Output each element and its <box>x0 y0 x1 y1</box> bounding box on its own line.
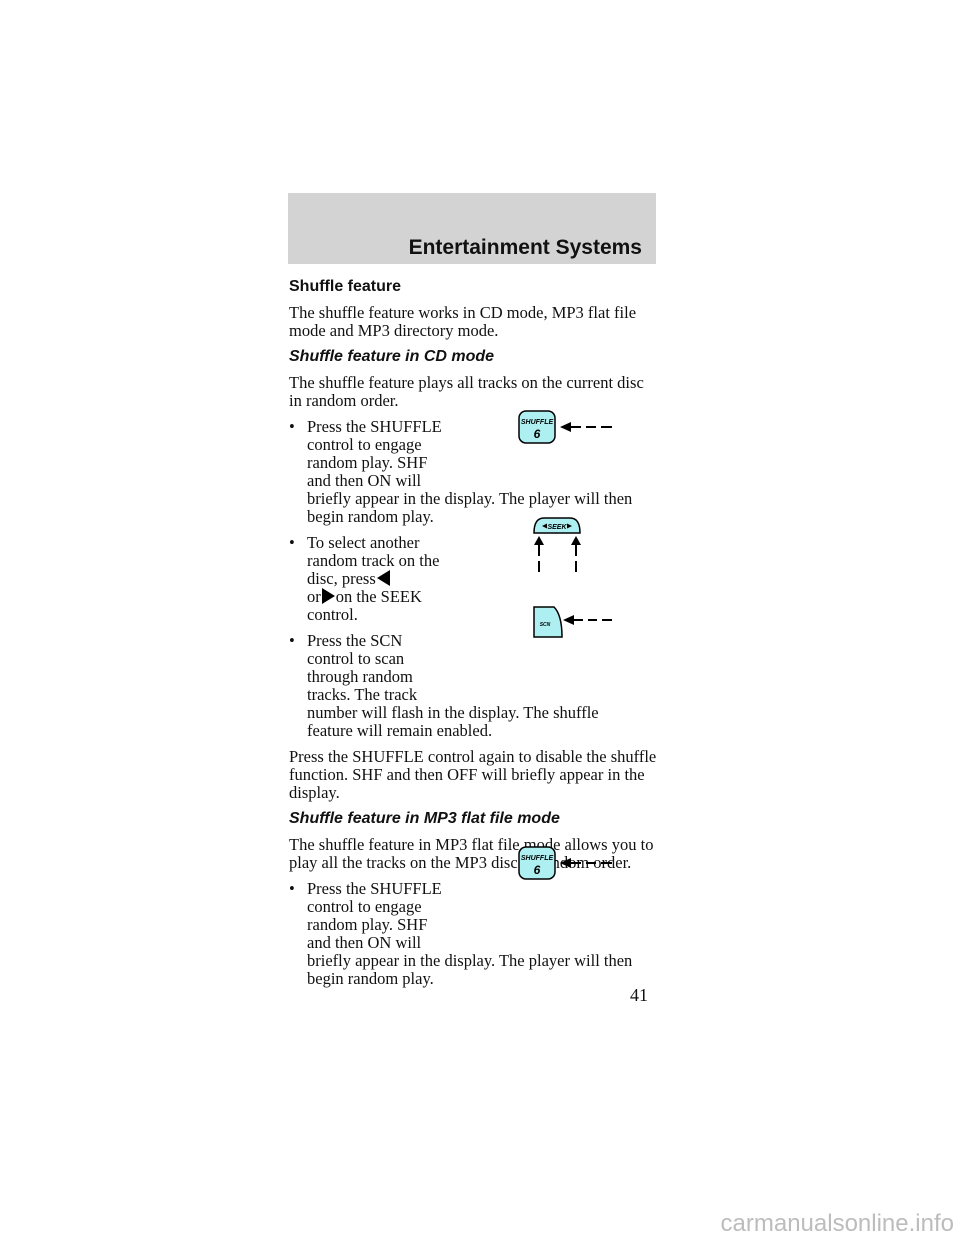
line: Press the SHUFFLE <box>307 417 442 436</box>
seek-button-shape <box>533 517 581 534</box>
pointer-arrow-icon <box>560 422 571 432</box>
page-number: 41 <box>630 985 648 1005</box>
bullet-dot: • <box>289 533 295 552</box>
section-header-title: Entertainment Systems <box>408 236 642 259</box>
line: random play. SHF <box>307 453 428 472</box>
line: through random <box>307 667 413 686</box>
pointer-arrow-icon <box>534 536 544 545</box>
shuffle-button-label: SHUFFLE <box>521 855 554 862</box>
line: Press the SCN <box>307 631 403 650</box>
line: random track on the <box>307 551 440 570</box>
cd-mode-title: Shuffle feature in CD mode <box>289 348 495 365</box>
pointer-arrow-icon <box>560 858 571 868</box>
shuffle-button-shape <box>518 410 556 444</box>
page-content: Shuffle feature The shuffle feature work… <box>289 278 657 996</box>
shuffle-button-figure-cd: SHUFFLE 6 <box>518 410 612 444</box>
seek-left-arrow-icon <box>376 570 390 586</box>
line: To select another <box>307 533 420 552</box>
line: tracks. The track <box>307 685 418 704</box>
seek-left-arrow-icon <box>542 523 547 529</box>
shuffle-button-label: SHUFFLE <box>521 419 554 426</box>
shuffle-button-number: 6 <box>534 427 541 441</box>
line: feature will remain enabled. <box>307 721 493 740</box>
line: control. <box>307 605 358 624</box>
pointer-arrow-icon <box>571 536 581 545</box>
line-text: disc, press <box>307 569 376 588</box>
scn-button-figure: SCN <box>533 606 612 638</box>
line: Press the SHUFFLE <box>307 879 442 898</box>
line: disc, press <box>307 570 657 588</box>
shuffle-button-number: 6 <box>534 863 541 877</box>
cd-mode-intro: The shuffle feature plays all tracks on … <box>289 373 644 410</box>
cd-bullet-shuffle: • Press the SHUFFLE control to engage ra… <box>289 418 657 526</box>
line: control to engage <box>307 897 422 916</box>
seek-right-arrow-icon <box>321 588 335 604</box>
cd-mode-outro: Press the SHUFFLE control again to disab… <box>289 747 657 802</box>
cd-bullet-seek: • To select another random track on the … <box>289 534 657 624</box>
pointer-arrow-icon <box>563 615 574 625</box>
line: or on the SEEK <box>307 588 657 606</box>
line-text: on the SEEK <box>335 587 422 606</box>
shuffle-button-figure-mp3: SHUFFLE 6 <box>518 846 612 880</box>
line-text: or <box>307 587 321 606</box>
shuffle-button-shape <box>518 846 556 880</box>
scn-button-shape <box>533 606 563 638</box>
bullet-dot: • <box>289 631 295 650</box>
line: begin random play. <box>307 507 434 526</box>
watermark: carmanualsonline.info <box>720 1210 954 1237</box>
mp3-bullet-shuffle: • Press the SHUFFLE control to engage ra… <box>289 880 657 988</box>
line: random play. SHF <box>307 915 428 934</box>
seek-button-figure: SEEK <box>533 517 581 572</box>
line: control to engage <box>307 435 422 454</box>
line: control to scan <box>307 649 405 668</box>
mp3-mode-title: Shuffle feature in MP3 flat file mode <box>289 810 560 827</box>
section-title: Shuffle feature <box>289 278 402 295</box>
line: briefly appear in the display. The playe… <box>307 951 633 970</box>
line: begin random play. <box>307 969 434 988</box>
cd-bullet-scn: • Press the SCN control to scan through … <box>289 632 657 740</box>
bullet-dot: • <box>289 879 295 898</box>
line: and then ON will <box>307 933 422 952</box>
line: and then ON will <box>307 471 422 490</box>
line: number will flash in the display. The sh… <box>307 703 599 722</box>
seek-right-arrow-icon <box>567 523 572 529</box>
scn-button-label: SCN <box>540 622 551 628</box>
bullet-dot: • <box>289 417 295 436</box>
section-intro: The shuffle feature works in CD mode, MP… <box>289 303 637 340</box>
seek-button-label: SEEK <box>547 524 567 531</box>
section-header-band: Entertainment Systems <box>288 193 656 264</box>
line: briefly appear in the display. The playe… <box>307 489 633 508</box>
